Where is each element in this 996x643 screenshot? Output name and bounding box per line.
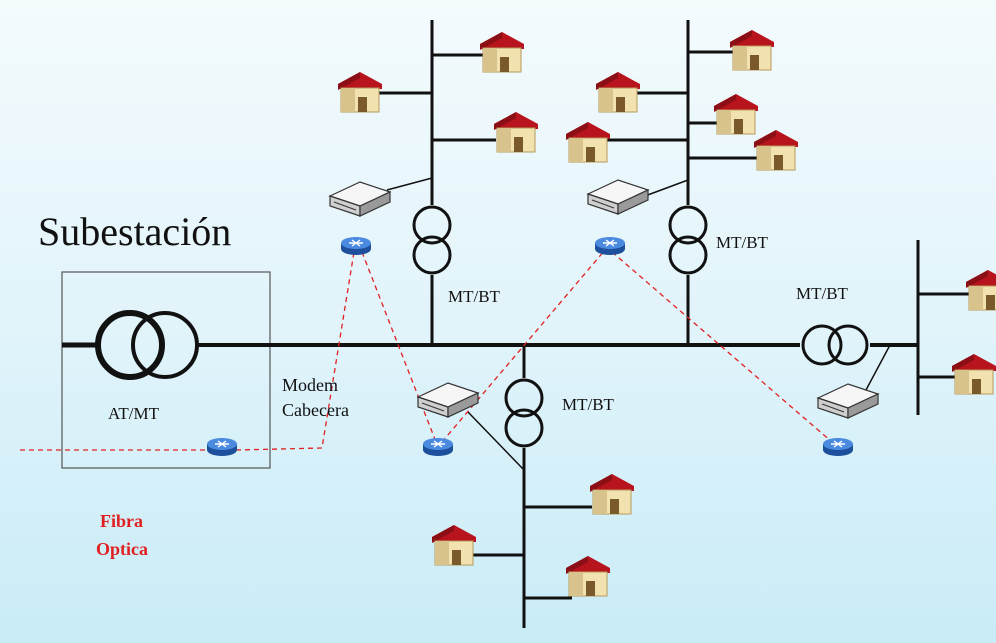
substation-title: Subestación xyxy=(38,209,232,254)
house-icon xyxy=(565,555,611,597)
fiber-label-line2: Optica xyxy=(96,539,148,559)
branch-1-lines xyxy=(378,20,496,345)
modem-icon xyxy=(329,181,391,217)
transformer-icon xyxy=(801,324,869,366)
transformer-icon xyxy=(668,205,708,275)
house-icon xyxy=(729,29,775,71)
house-icon xyxy=(589,473,635,515)
house-icon xyxy=(713,93,759,135)
router-icon xyxy=(206,437,238,457)
house-icon xyxy=(595,71,641,113)
transformer-label-1: MT/BT xyxy=(448,287,500,306)
branch-2-lines xyxy=(602,20,758,345)
house-icon xyxy=(951,353,996,395)
substation-transformer-label: AT/MT xyxy=(108,404,159,423)
modem-icon xyxy=(817,383,879,419)
router-icon xyxy=(340,236,372,256)
house-icon xyxy=(337,71,383,113)
transformer-icon xyxy=(504,378,544,448)
house-icon xyxy=(431,524,477,566)
branch-3-lines xyxy=(467,345,592,628)
house-icon xyxy=(753,129,799,171)
modem-icon xyxy=(587,179,649,215)
house-icon xyxy=(565,121,611,163)
substation-box xyxy=(61,271,271,469)
transformer-label-2: MT/BT xyxy=(716,233,768,252)
fiber-label-line1: Fibra xyxy=(100,511,143,531)
substation-transformer-icon xyxy=(95,310,199,380)
router-icon xyxy=(822,437,854,457)
modem-label-line2: Cabecera xyxy=(282,400,349,420)
modem-label-line1: Modem xyxy=(282,375,338,395)
transformer-icon xyxy=(412,205,452,275)
house-icon xyxy=(493,111,539,153)
house-icon xyxy=(965,269,996,311)
house-icon xyxy=(479,31,525,73)
router-icon xyxy=(594,236,626,256)
transformer-label-4: MT/BT xyxy=(796,284,848,303)
router-icon xyxy=(422,437,454,457)
modem-icon xyxy=(417,382,479,418)
transformer-label-3: MT/BT xyxy=(562,395,614,414)
fiber-optic-link xyxy=(20,245,833,451)
branch-4-lines xyxy=(865,240,970,415)
